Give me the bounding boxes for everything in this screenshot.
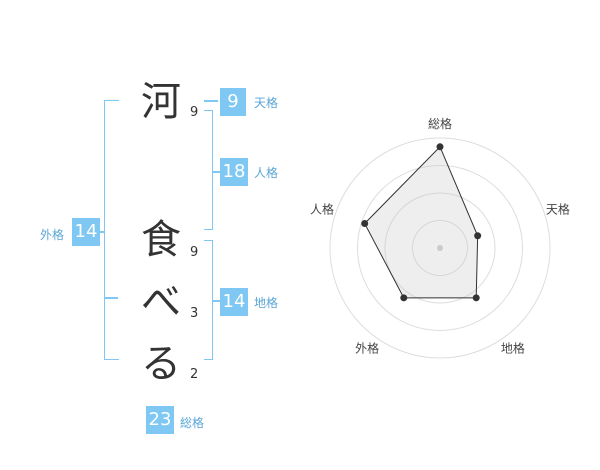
jinkaku-value: 18	[220, 158, 248, 186]
radar-point-2	[474, 232, 482, 240]
name-char-4: る	[141, 341, 181, 387]
chikaku-bracket	[204, 240, 213, 360]
gaikaku-bracket	[104, 100, 119, 360]
radar-ring-2	[384, 192, 496, 304]
stroke-count-4: 2	[190, 367, 199, 382]
chikaku-bracket-tick	[213, 300, 220, 302]
radar-polygon	[364, 145, 479, 299]
radar-ring-4	[329, 137, 551, 359]
gaikaku-bracket-split	[104, 297, 118, 299]
radar-axis-label-2: 天格	[546, 202, 570, 217]
tenkaku-tick	[204, 100, 218, 102]
radar-point-1	[436, 143, 444, 151]
jinkaku-bracket-tick	[213, 171, 220, 173]
stroke-count-1: 9	[190, 105, 199, 120]
jinkaku-label: 人格	[254, 166, 279, 180]
name-char-1: 河	[141, 79, 181, 125]
radar-ring-3	[357, 165, 523, 331]
chikaku-value: 14	[220, 288, 248, 316]
soukaku-label: 総格	[180, 416, 205, 430]
name-char-2: 食	[141, 217, 181, 263]
radar-ring-1	[412, 220, 468, 276]
radar-point-3	[472, 294, 480, 302]
radar-point-4	[400, 294, 408, 302]
radar-point-5	[361, 220, 369, 228]
gaikaku-label: 外格	[40, 228, 65, 242]
gaikaku-value: 14	[72, 218, 100, 246]
radar-axis-label-1: 総格	[428, 116, 452, 131]
radar-axis-label-4: 外格	[355, 340, 379, 355]
radar-axis-label-5: 人格	[310, 202, 334, 217]
chikaku-label: 地格	[254, 296, 279, 310]
name-char-3: べ	[141, 279, 181, 325]
tenkaku-value: 9	[220, 88, 246, 116]
jinkaku-bracket	[204, 110, 213, 230]
stroke-count-3: 3	[190, 306, 199, 321]
stroke-count-2: 9	[190, 245, 199, 260]
tenkaku-label: 天格	[254, 96, 279, 110]
radar-axis-label-3: 地格	[501, 340, 525, 355]
radar-center	[437, 245, 443, 251]
soukaku-value: 23	[146, 406, 174, 434]
